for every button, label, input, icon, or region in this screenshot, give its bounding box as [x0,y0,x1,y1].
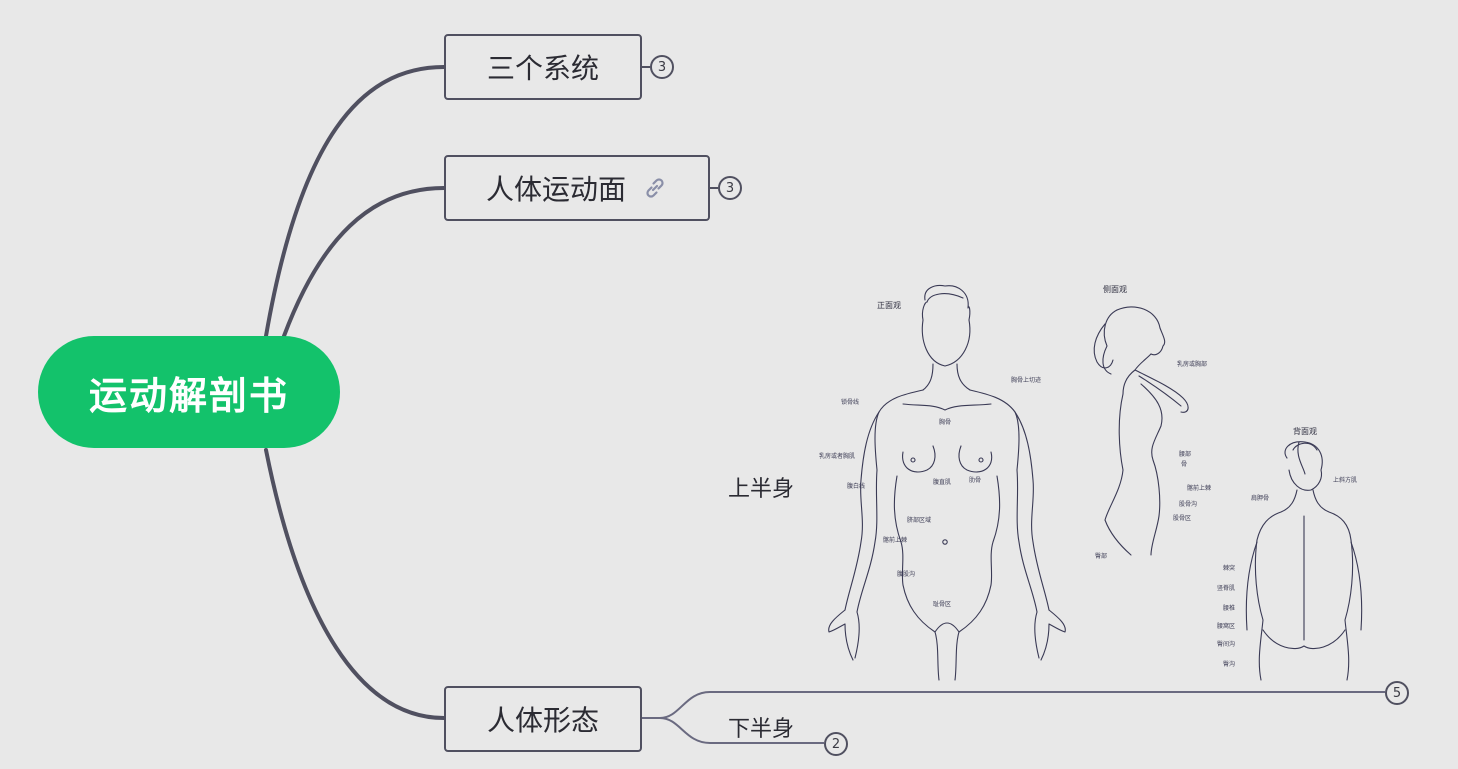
front-view-figure [828,284,1066,681]
topic-label: 三个系统 [486,52,599,85]
topic-label: 人体形态 [486,704,599,737]
svg-text:腰部: 腰部 [1179,450,1191,458]
svg-text:腹直肌: 腹直肌 [933,478,951,486]
svg-text:侧面观: 侧面观 [1103,284,1127,294]
topic-three-systems[interactable]: 三个系统 [444,34,642,100]
subtopic-label: 上半身 [728,477,795,502]
svg-text:胸骨上切迹: 胸骨上切迹 [1011,376,1041,384]
anatomy-figure-image[interactable]: 正面观 侧面观 背面观 锁骨线 乳房或者胸肌 腹白线 胸骨上切迹 胸骨 腹直肌 … [805,280,1395,690]
svg-text:臀部: 臀部 [1095,552,1107,560]
subtopic-upper-body[interactable]: 上半身 [728,471,794,503]
branch-line-movement-planes [282,186,446,338]
central-topic[interactable]: 运动解剖书 [38,336,340,448]
sub-branch-lower [659,717,824,744]
subtopic-label: 下半身 [728,717,795,742]
link-icon[interactable] [642,175,668,201]
svg-text:肋骨: 肋骨 [969,476,981,484]
svg-text:耻骨区: 耻骨区 [933,600,951,608]
svg-text:上斜方肌: 上斜方肌 [1333,476,1357,484]
svg-text:锁骨线: 锁骨线 [841,398,859,406]
svg-text:臀沟: 臀沟 [1223,660,1235,668]
topic-label: 人体运动面 [485,173,626,206]
collapsed-count-badge-upper-body[interactable]: 5 [1385,681,1409,705]
svg-text:股骨沟: 股骨沟 [1179,500,1197,508]
collapsed-count-badge-lower-body[interactable]: 2 [824,732,848,756]
central-topic-label: 运动解剖书 [88,373,289,418]
svg-text:腰椎: 腰椎 [1223,604,1235,612]
topic-body-form[interactable]: 人体形态 [444,686,642,752]
subtopic-lower-body[interactable]: 下半身 [728,711,794,743]
topic-movement-planes[interactable]: 人体运动面 [444,155,710,221]
svg-text:正面观: 正面观 [877,301,901,310]
svg-text:髂前上棘: 髂前上棘 [1187,484,1211,492]
svg-text:股骨区: 股骨区 [1173,515,1191,522]
svg-text:竖脊肌: 竖脊肌 [1217,584,1235,592]
collapsed-count-badge-movement-planes[interactable]: 3 [718,176,742,200]
svg-text:腹股沟: 腹股沟 [897,570,915,578]
back-view-figure [1245,441,1363,681]
svg-text:胸骨: 胸骨 [939,418,951,426]
svg-text:背面观: 背面观 [1293,426,1317,436]
svg-text:臀间沟: 臀间沟 [1217,640,1235,648]
branch-line-body-form [264,448,446,720]
side-view-figure [1093,306,1189,556]
svg-text:乳房或者胸肌: 乳房或者胸肌 [819,452,855,460]
svg-text:肩胛骨: 肩胛骨 [1251,494,1269,502]
svg-text:乳房或胸部: 乳房或胸部 [1177,360,1207,368]
svg-text:髂前上棘: 髂前上棘 [883,536,907,544]
svg-text:腰窝区: 腰窝区 [1217,622,1235,630]
branch-line-three-systems [264,65,446,338]
collapsed-count-badge-three-systems[interactable]: 3 [650,55,674,79]
svg-text:棘突: 棘突 [1223,564,1235,572]
svg-text:腹白线: 腹白线 [847,482,865,490]
svg-text:脐部区域: 脐部区域 [907,516,931,524]
svg-text:骨: 骨 [1181,461,1187,468]
